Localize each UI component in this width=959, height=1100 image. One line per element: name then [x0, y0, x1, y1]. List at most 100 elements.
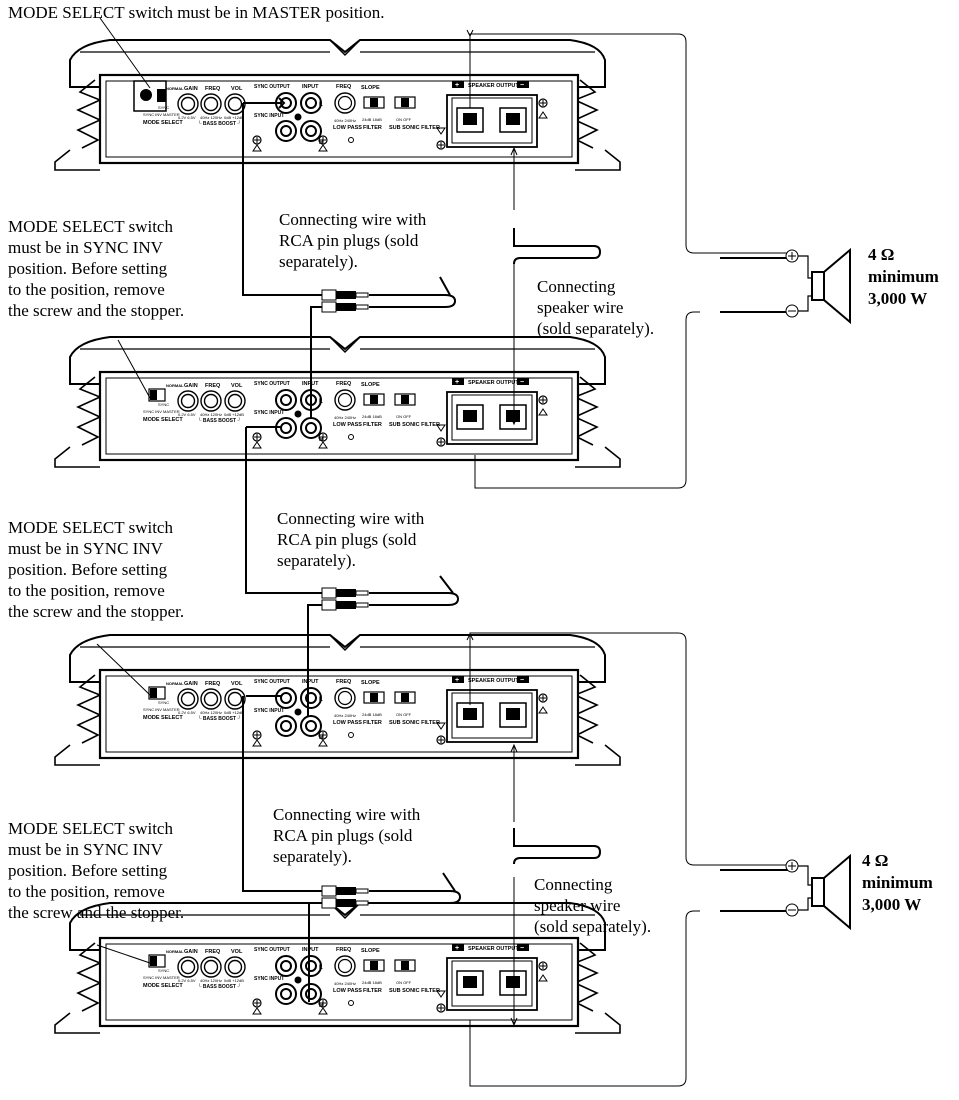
panel-label-speaker-output-slave-3: SPEAKER OUTPUT: [468, 946, 519, 952]
panel-label-bass-boost-master: └ BASS BOOST ┘: [198, 120, 241, 127]
panel-label-sync-small-master: SYNC: [158, 105, 169, 110]
amplifier-slave-2: [53, 633, 622, 767]
panel-label-lp-range-slave-1: 40Hz 240Hz: [334, 415, 356, 420]
panel-label-r-slave-1: R: [319, 437, 324, 443]
panel-label-mode-select-slave-1: MODE SELECT: [143, 417, 183, 423]
panel-label-normal-slave-1: NORMAL: [166, 383, 184, 388]
panel-label-r-master: R: [319, 140, 324, 146]
panel-label-mode-select-master: MODE SELECT: [143, 120, 183, 126]
terminal-plus-sign-master: +: [455, 82, 459, 89]
panel-label-slope-slave-2: SLOPE: [361, 680, 380, 686]
panel-label-sync-output-slave-2: SYNC OUTPUT: [254, 679, 290, 685]
terminal-plus-sign-slave-3: +: [455, 945, 459, 952]
panel-label-vol-range-slave-3: 0dB +12dB: [224, 978, 244, 983]
panel-label-input-slave-2: INPUT: [302, 679, 319, 685]
panel-label-sync-output-master: SYNC OUTPUT: [254, 84, 290, 90]
panel-label-sync-input-slave-1: SYNC INPUT: [254, 410, 284, 416]
panel-label-bass-boost-slave-3: └ BASS BOOST ┘: [198, 983, 241, 990]
panel-label-vol-slave-1: VOL: [231, 383, 243, 389]
panel-label-subsonic-range-slave-3: ON OFF: [396, 980, 412, 985]
terminal-plus-sign-slave-1: +: [455, 379, 459, 386]
panel-label-normal-slave-2: NORMAL: [166, 681, 184, 686]
panel-label-slope-master: SLOPE: [361, 85, 380, 91]
panel-label-freq-slave-2: FREQ: [205, 681, 221, 687]
panel-label-freq-slave-3: FREQ: [336, 947, 352, 953]
speaker-icon: [811, 853, 851, 931]
panel-label-filter-slave-3: FILTER: [363, 988, 382, 994]
panel-label-r-slave-3: R: [319, 1003, 324, 1009]
panel-label-slope-range-slave-2: 24dB 18dB: [362, 712, 382, 717]
panel-label-slope-slave-1: SLOPE: [361, 382, 380, 388]
speaker-icon: [811, 247, 851, 325]
panel-label-lp-range-slave-3: 40Hz 240Hz: [334, 981, 356, 986]
panel-labels: NORMAL SYNC SYNC INV MASTER MODE SELECT GAIN…: [143, 82, 524, 1009]
terminal-plus-sign-slave-2: +: [455, 677, 459, 684]
panel-label-sync-small-slave-2: SYNC: [158, 700, 169, 705]
panel-label-low-pass-slave-2: LOW PASS: [333, 720, 362, 726]
panel-label-sync-output-slave-1: SYNC OUTPUT: [254, 381, 290, 387]
panel-label-mode-row-slave-2: SYNC INV MASTER: [143, 707, 180, 712]
panel-label-r-slave-2: R: [319, 735, 324, 741]
panel-label-mode-row-slave-1: SYNC INV MASTER: [143, 409, 180, 414]
terminal-minus-sign-slave-3: −: [520, 945, 524, 952]
panel-label-low-pass-slave-1: LOW PASS: [333, 422, 362, 428]
amplifier-master: [53, 38, 622, 172]
panel-label-freq-range-master: 40Hz 120Hz: [200, 115, 222, 120]
master-mode-note: MODE SELECT switch must be in MASTER pos…: [8, 3, 385, 22]
panel-label-normal-slave-3: NORMAL: [166, 949, 184, 954]
panel-label-slope-range-master: 24dB 18dB: [362, 117, 382, 122]
panel-label-subsonic-range-slave-2: ON OFF: [396, 712, 412, 717]
panel-label-filter-master: FILTER: [363, 125, 382, 131]
panel-label-mode-select-slave-2: MODE SELECT: [143, 715, 183, 721]
panel-label-l-slave-3: L: [319, 965, 323, 971]
panel-label-gain-range-slave-3: 0.2V 6.5V: [178, 978, 196, 983]
panel-label-l-slave-2: L: [319, 697, 323, 703]
panel-label-gain-master: GAIN: [184, 86, 198, 92]
panel-label-mode-select-slave-3: MODE SELECT: [143, 983, 183, 989]
panel-label-speaker-output-slave-2: SPEAKER OUTPUT: [468, 678, 519, 684]
panel-label-input-slave-3: INPUT: [302, 947, 319, 953]
panel-label-slope-range-slave-1: 24dB 18dB: [362, 414, 382, 419]
panel-label-gain-range-slave-2: 0.2V 6.5V: [178, 710, 196, 715]
panel-label-low-pass-slave-3: LOW PASS: [333, 988, 362, 994]
panel-label-sync-small-slave-1: SYNC: [158, 402, 169, 407]
panel-label-sync-input-slave-3: SYNC INPUT: [254, 976, 284, 982]
panel-label-sub-sonic-slave-1: SUB SONIC FILTER: [389, 422, 440, 428]
panel-label-sub-sonic-slave-3: SUB SONIC FILTER: [389, 988, 440, 994]
panel-label-lp-range-master: 40Hz 240Hz: [334, 118, 356, 123]
panel-label-sync-input-slave-2: SYNC INPUT: [254, 708, 284, 714]
panel-label-vol-range-slave-1: 0dB +12dB: [224, 412, 244, 417]
panel-label-gain-slave-3: GAIN: [184, 949, 198, 955]
panel-label-filter-slave-1: FILTER: [363, 422, 382, 428]
panel-label-speaker-output-slave-1: SPEAKER OUTPUT: [468, 380, 519, 386]
amplifier-slave-1: [53, 335, 622, 469]
panel-label-gain-slave-1: GAIN: [184, 383, 198, 389]
panel-label-mode-row-slave-3: SYNC INV MASTER: [143, 975, 180, 980]
terminal-minus-sign-slave-2: −: [520, 677, 524, 684]
panel-label-freq-slave-2: FREQ: [336, 679, 352, 685]
panel-label-sync-input-master: SYNC INPUT: [254, 113, 284, 119]
panel-label-vol-slave-2: VOL: [231, 681, 243, 687]
panel-label-input-master: INPUT: [302, 84, 319, 90]
panel-label-speaker-output-master: SPEAKER OUTPUT: [468, 83, 519, 89]
panel-label-freq-master: FREQ: [336, 84, 352, 90]
panel-label-l-slave-1: L: [319, 399, 323, 405]
panel-label-freq-master: FREQ: [205, 86, 221, 92]
panel-label-sync-small-slave-3: SYNC: [158, 968, 169, 973]
panel-label-slope-slave-3: SLOPE: [361, 948, 380, 954]
panel-label-mode-row-master: SYNC INV MASTER: [143, 112, 180, 117]
panel-label-freq-slave-3: FREQ: [205, 949, 221, 955]
panel-label-lp-range-slave-2: 40Hz 240Hz: [334, 713, 356, 718]
panel-label-subsonic-range-slave-1: ON OFF: [396, 414, 412, 419]
panel-label-bass-boost-slave-2: └ BASS BOOST ┘: [198, 715, 241, 722]
panel-label-sub-sonic-master: SUB SONIC FILTER: [389, 125, 440, 131]
